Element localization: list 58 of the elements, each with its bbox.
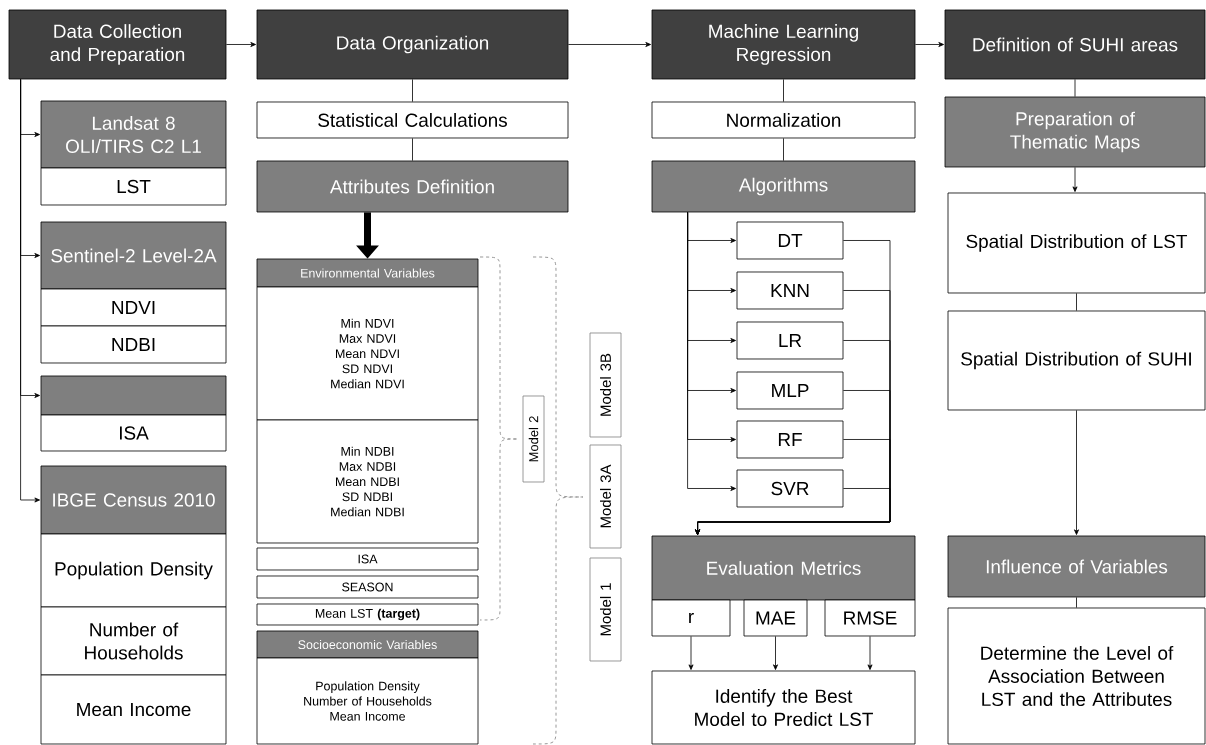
arrow bbox=[226, 42, 256, 47]
item-box: Identify the Best Model to Predict LST bbox=[651, 670, 916, 745]
item-box: Statistical Calculations bbox=[256, 101, 569, 139]
item-box: MAE bbox=[743, 599, 808, 637]
section-box: Algorithms bbox=[651, 160, 916, 213]
header-box: Data Organization bbox=[256, 9, 569, 80]
item-box: Number of Households bbox=[40, 606, 227, 676]
item-box: DT bbox=[736, 221, 844, 260]
item-box: Population Density Number of Households Mean Income bbox=[256, 657, 479, 745]
arrow bbox=[695, 488, 891, 535]
item-box: ISA bbox=[40, 414, 227, 452]
item-box: Min NDBI Max NDBI Mean NDBI SD NDBI Median NDBI bbox=[256, 419, 479, 544]
item-box: RMSE bbox=[824, 599, 916, 637]
section-box: Evaluation Metrics bbox=[651, 535, 916, 601]
item-box: Spatial Distribution of SUHI bbox=[947, 310, 1206, 411]
arrow bbox=[687, 212, 736, 491]
item-box: Spatial Distribution of LST bbox=[947, 192, 1206, 294]
arrow bbox=[688, 636, 694, 670]
item-box: MLP bbox=[736, 371, 844, 410]
model-label-box: Model 3B bbox=[589, 332, 622, 438]
section-box: Preparation of Thematic Maps bbox=[944, 96, 1206, 168]
section-box: Landsat 8 OLI/TIRS C2 L1 bbox=[40, 100, 227, 169]
header-box: Definition of SUHI areas bbox=[944, 9, 1206, 80]
item-box: RF bbox=[736, 420, 844, 459]
item-box: Mean Income bbox=[40, 674, 227, 745]
item-box: LR bbox=[736, 321, 844, 360]
section-box: Environmental Variables bbox=[256, 258, 479, 288]
arrow bbox=[1072, 167, 1078, 192]
arrow bbox=[867, 636, 873, 670]
arrow bbox=[1074, 410, 1079, 535]
item-box: Normalization bbox=[651, 101, 916, 139]
item-box: Determine the Level of Association Between LST and the Attributes bbox=[947, 607, 1206, 745]
item-box: KNN bbox=[736, 271, 844, 310]
item-box: r bbox=[651, 599, 731, 637]
section-box bbox=[40, 375, 227, 416]
item-box: SVR bbox=[736, 469, 844, 508]
header-box: Data Collection and Preparation bbox=[8, 9, 227, 80]
item-box: SEASON bbox=[256, 575, 479, 599]
section-box: Attributes Definition bbox=[256, 160, 569, 213]
section-box: Influence of Variables bbox=[947, 535, 1206, 598]
model-label-box: Model 2 bbox=[522, 395, 545, 483]
header-box: Machine Learning Regression bbox=[651, 9, 916, 80]
item-box: Mean LST (target) bbox=[256, 603, 479, 626]
item-box: ISA bbox=[256, 547, 479, 571]
arrow bbox=[915, 42, 944, 47]
arrow bbox=[773, 636, 778, 670]
item-box: Min NDVI Max NDVI Mean NDVI SD NDVI Median NDVI bbox=[256, 286, 479, 421]
arrow bbox=[20, 79, 40, 503]
section-box: IBGE Census 2010 bbox=[40, 465, 227, 535]
section-box: Sentinel-2 Level-2A bbox=[40, 221, 227, 290]
model-label-box: Model 3A bbox=[589, 444, 622, 549]
section-box: Socioeconomic Variables bbox=[256, 630, 479, 659]
item-box: LST bbox=[40, 167, 227, 206]
item-box: NDBI bbox=[40, 325, 227, 364]
model-label-box: Model 1 bbox=[589, 557, 622, 662]
item-box: NDVI bbox=[40, 288, 227, 327]
arrow bbox=[568, 42, 651, 47]
item-box: Population Density bbox=[40, 533, 227, 608]
